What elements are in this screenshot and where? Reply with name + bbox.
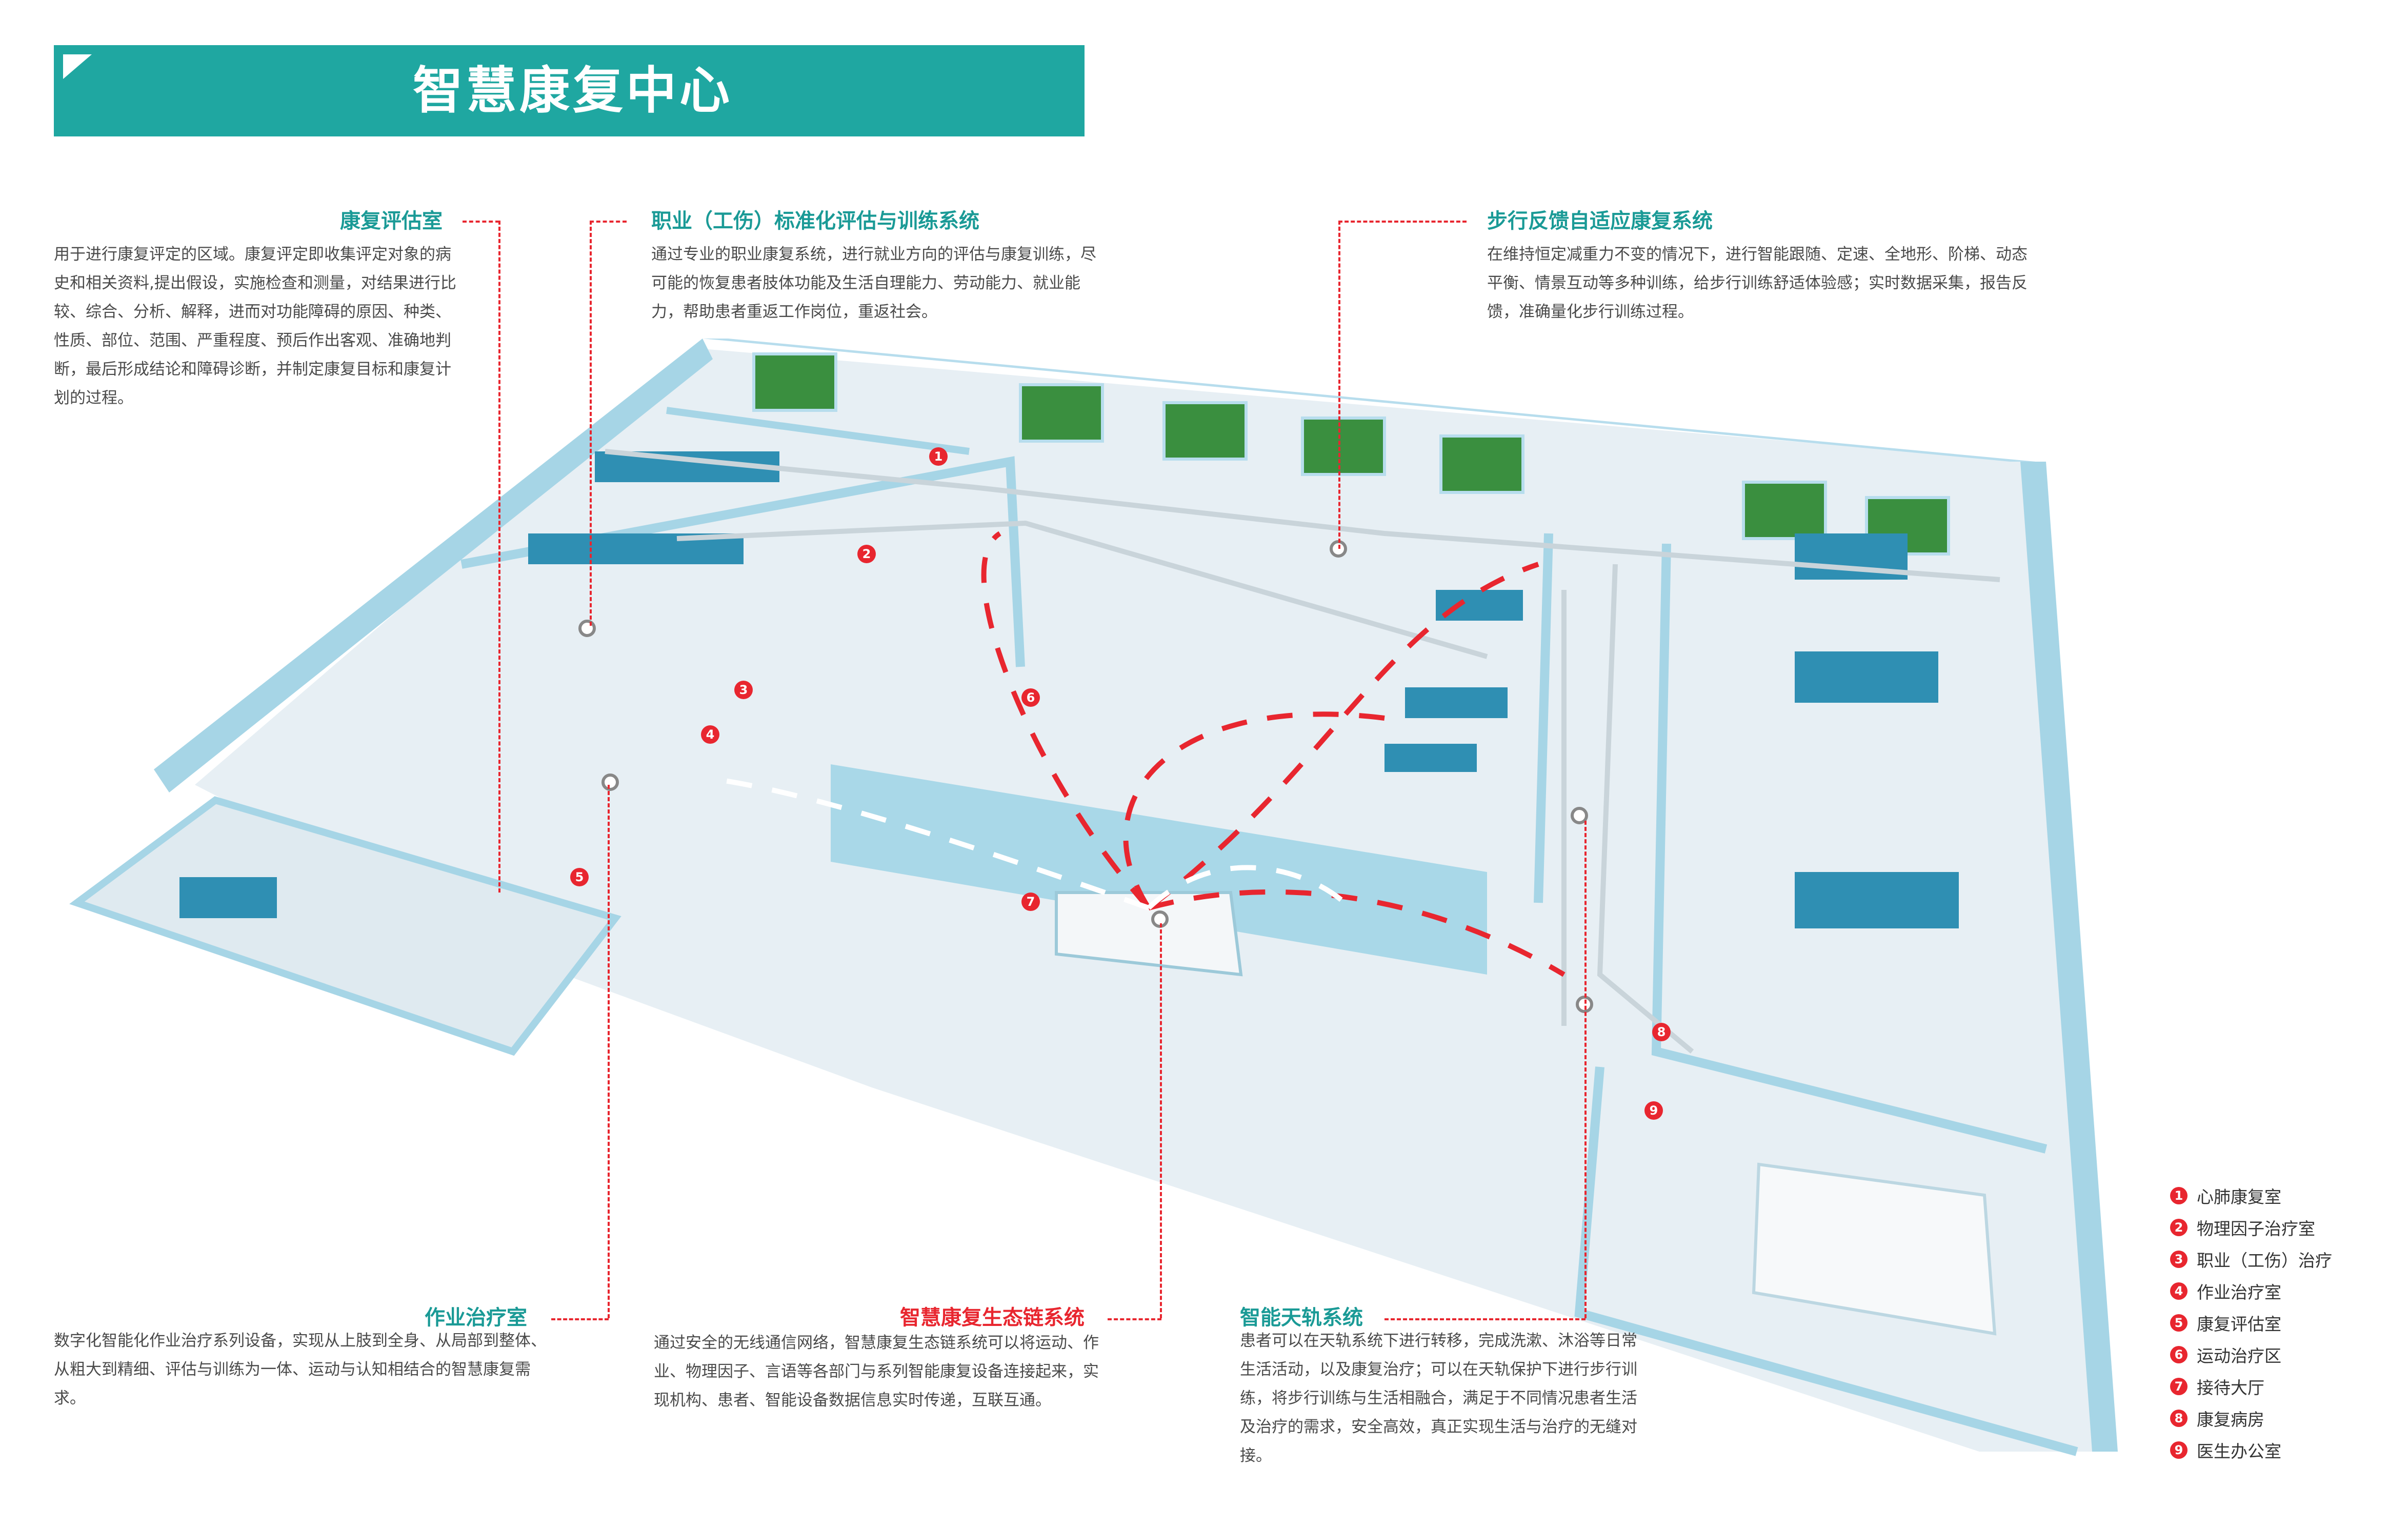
back-wall xyxy=(703,339,2036,462)
legend-number-icon: 1 xyxy=(2170,1187,2188,1204)
legend-label: 康复病房 xyxy=(2197,1410,2264,1430)
hall-front-wall xyxy=(831,764,1487,975)
room-marker-8 xyxy=(1652,1023,1671,1041)
room-markers: 1 2 3 4 5 6 7 8 9 xyxy=(570,447,1671,1120)
leader-occupational-v xyxy=(590,221,592,626)
room-marker-3 xyxy=(734,681,753,699)
leader-ot-v xyxy=(608,785,610,1318)
legend-item: 2 物理因子治疗室 xyxy=(2170,1212,2332,1243)
legend-label: 职业（工伤）治疗 xyxy=(2197,1251,2332,1271)
room-marker-5 xyxy=(570,868,589,886)
svg-text:2: 2 xyxy=(862,547,871,561)
partition-5 xyxy=(1574,1066,2078,1456)
svg-text:1: 1 xyxy=(934,449,943,464)
legend-item: 9 医生办公室 xyxy=(2170,1434,2332,1466)
legend-label: 医生办公室 xyxy=(2197,1441,2281,1461)
legend-item: 4 作业治疗室 xyxy=(2170,1275,2332,1307)
furniture xyxy=(179,451,1959,928)
legend-item: 8 康复病房 xyxy=(2170,1402,2332,1434)
legend-number-icon: 4 xyxy=(2170,1282,2188,1300)
room-marker-7 xyxy=(1021,893,1040,911)
office-desks xyxy=(1752,1162,1997,1336)
occupational-body: 通过专业的职业康复系统，进行就业方向的评估与康复训练，尽可能的恢复患者肢体功能及… xyxy=(651,245,1096,321)
partition-3 xyxy=(1534,533,1553,903)
leader-ecosystem-h xyxy=(1108,1318,1161,1320)
legend-number-icon: 8 xyxy=(2170,1410,2188,1427)
leader-ot-h xyxy=(551,1318,609,1320)
partition-2 xyxy=(666,407,970,455)
room-marker-2 xyxy=(857,545,876,563)
legend-number-icon: 7 xyxy=(2170,1378,2188,1395)
leader-gait-v xyxy=(1338,221,1340,549)
ot-room-body: 数字化智能化作业治疗系列设备，实现从上肢到全身、从局部到整体、从粗大到精细、评估… xyxy=(54,1332,547,1408)
svg-text:6: 6 xyxy=(1027,690,1035,705)
legend-label: 接待大厅 xyxy=(2197,1378,2264,1398)
leader-occupational-h xyxy=(590,221,627,223)
leader-assessment-v xyxy=(498,221,500,893)
legend-number-icon: 9 xyxy=(2170,1441,2188,1459)
leader-gait-h xyxy=(1338,221,1467,223)
legend-item: 7 接待大厅 xyxy=(2170,1371,2332,1402)
legend-item: 1 心肺康复室 xyxy=(2170,1180,2332,1212)
legend-label: 康复评估室 xyxy=(2197,1314,2281,1334)
room-legend: 1 心肺康复室 2 物理因子治疗室 3 职业（工伤）治疗 4 作业治疗室 5 康… xyxy=(2170,1180,2332,1466)
gait-body: 在维持恒定减重力不变的情况下，进行智能跟随、定速、全地形、阶梯、动态平衡、情景互… xyxy=(1487,245,2028,321)
assessment-body: 用于进行康复评定的区域。康复评定即收集评定对象的病史和相关资料,提出假设，实施检… xyxy=(54,245,456,407)
network-dashes-white xyxy=(717,777,1356,915)
ceiling-rail-body: 患者可以在天轨系统下进行转移，完成洗漱、沐浴等日常生活活动，以及康复治疗；可以在… xyxy=(1240,1332,1637,1465)
ceiling-rail-title: 智能天轨系统 xyxy=(1240,1306,1363,1330)
legend-number-icon: 6 xyxy=(2170,1346,2188,1363)
room-marker-9 xyxy=(1644,1101,1663,1120)
ecosystem-title: 智慧康复生态链系统 xyxy=(900,1306,1085,1330)
lower-left-room xyxy=(69,796,621,1056)
page-title: 智慧康复中心 xyxy=(413,62,733,120)
legend-label: 作业治疗室 xyxy=(2197,1282,2281,1302)
svg-text:9: 9 xyxy=(1650,1103,1658,1118)
ot-room-title: 作业治疗室 xyxy=(425,1306,527,1330)
svg-text:7: 7 xyxy=(1027,895,1035,909)
svg-text:5: 5 xyxy=(575,870,584,884)
leader-rail-h xyxy=(1384,1318,1586,1320)
room-marker-6 xyxy=(1021,688,1040,707)
left-wall xyxy=(154,339,713,792)
legend-item: 3 职业（工伤）治疗 xyxy=(2170,1243,2332,1275)
corner-fold-icon xyxy=(63,54,92,79)
room-marker-4 xyxy=(701,725,719,744)
reception-desk xyxy=(1055,891,1243,977)
legend-item: 5 康复评估室 xyxy=(2170,1307,2332,1339)
network-dashes xyxy=(981,531,1566,977)
windows xyxy=(752,352,1950,556)
legend-label: 物理因子治疗室 xyxy=(2197,1219,2315,1239)
legend-number-icon: 3 xyxy=(2170,1251,2188,1268)
ecosystem-body: 通过安全的无线通信网络，智慧康复生态链系统可以将运动、作业、物理因子、言语等各部… xyxy=(654,1334,1099,1410)
legend-label: 运动治疗区 xyxy=(2197,1346,2281,1366)
leader-rail-v xyxy=(1584,821,1587,1318)
legend-number-icon: 5 xyxy=(2170,1314,2188,1332)
svg-text:8: 8 xyxy=(1657,1025,1666,1039)
partition-4 xyxy=(1651,543,2048,1154)
legend-item: 6 运动治疗区 xyxy=(2170,1339,2332,1371)
svg-text:4: 4 xyxy=(706,727,715,742)
legend-label: 心肺康复室 xyxy=(2197,1187,2281,1207)
assessment-title: 康复评估室 xyxy=(340,209,443,233)
title-banner: 智慧康复中心 xyxy=(54,45,1085,136)
right-wall xyxy=(2020,462,2118,1452)
legend-number-icon: 2 xyxy=(2170,1219,2188,1236)
leader-assessment-h xyxy=(463,221,499,223)
partition-1 xyxy=(460,456,1025,667)
ceiling-rails xyxy=(605,449,2000,1054)
room-marker-1 xyxy=(929,447,948,466)
occupational-title: 职业（工伤）标准化评估与训练系统 xyxy=(651,209,979,233)
leader-ecosystem-v xyxy=(1160,923,1162,1318)
svg-text:3: 3 xyxy=(739,683,748,697)
gait-title: 步行反馈自适应康复系统 xyxy=(1487,209,1713,233)
